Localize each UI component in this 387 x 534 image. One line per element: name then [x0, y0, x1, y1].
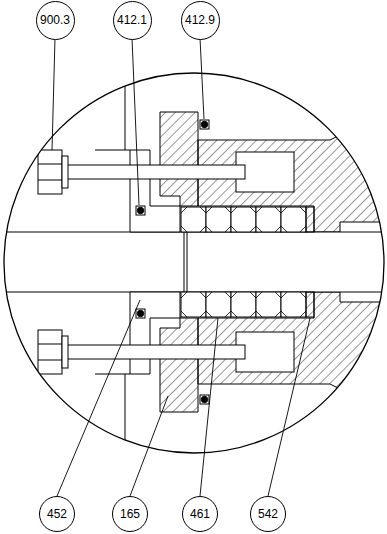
- callout-circle: 461: [182, 496, 218, 532]
- callout-circle: 412.1: [113, 1, 152, 40]
- callout-number: 900.3: [40, 14, 70, 26]
- callout-circle: 412.9: [181, 1, 220, 40]
- callout-circle: 165: [112, 496, 148, 532]
- callout-circle: 542: [250, 496, 286, 532]
- callout-number: 461: [190, 508, 210, 520]
- callout-number: 412.1: [117, 14, 147, 26]
- callout-circle: 900.3: [36, 1, 75, 40]
- callout-circle: 452: [39, 496, 75, 532]
- callout-number: 165: [120, 508, 140, 520]
- callout-number: 452: [47, 508, 67, 520]
- callout-number: 412.9: [185, 14, 215, 26]
- callout-number: 542: [258, 508, 278, 520]
